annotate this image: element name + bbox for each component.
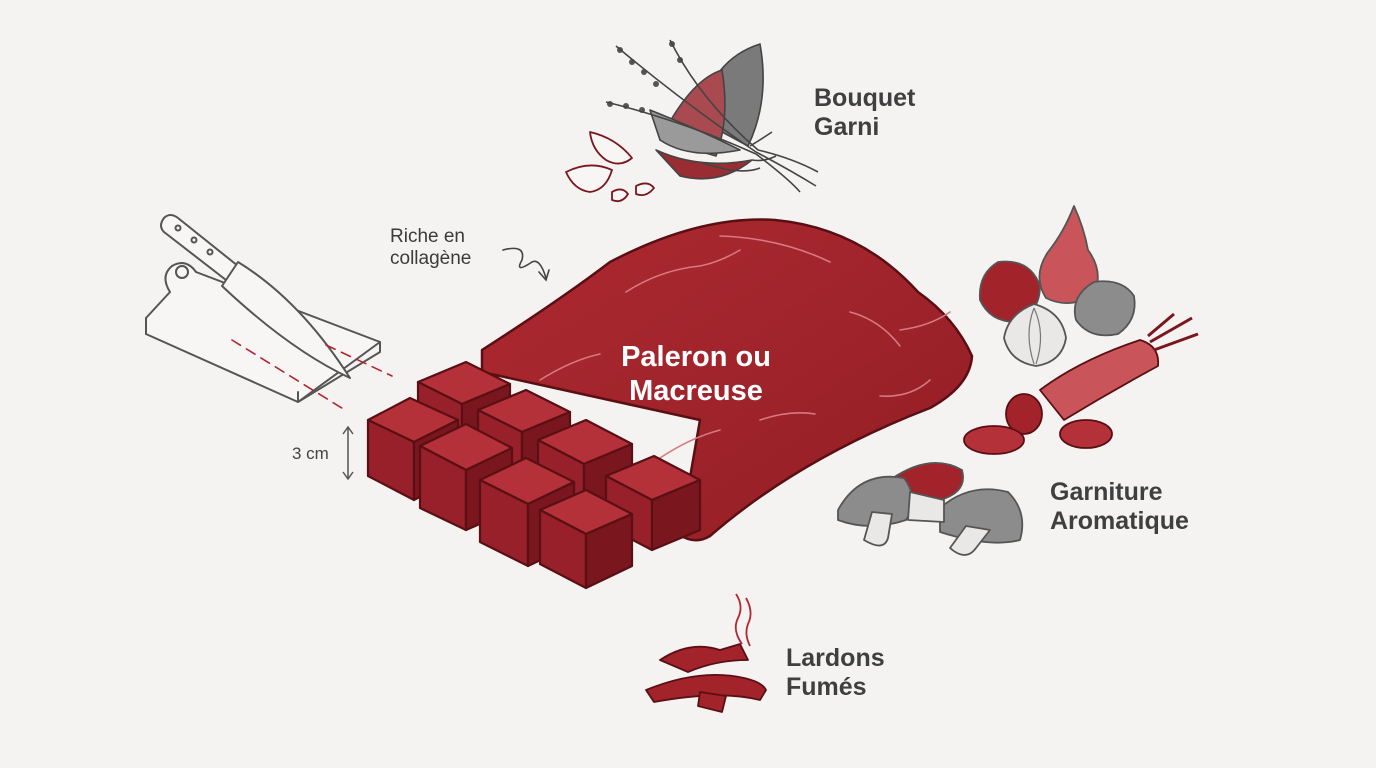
thyme-sprig bbox=[607, 41, 683, 113]
red-onion-icon bbox=[1038, 205, 1099, 304]
beef-slab-body bbox=[480, 218, 974, 542]
knife-and-board-icon bbox=[145, 214, 393, 411]
curved-arrow-icon bbox=[502, 247, 550, 282]
bouquet-garni-icon bbox=[605, 39, 819, 193]
carrot-icon bbox=[963, 312, 1199, 455]
onions-icon bbox=[978, 205, 1136, 367]
collagen-note: Riche en collagène bbox=[390, 226, 471, 270]
mushrooms-icon bbox=[837, 462, 1024, 556]
cube-size-label: 3 cm bbox=[292, 444, 329, 463]
garniture-line-1: Garniture bbox=[1050, 478, 1163, 506]
meat-cut-line-1: Paleron ou bbox=[621, 341, 771, 373]
lardons-line-1: Lardons bbox=[786, 644, 885, 672]
beef-slab bbox=[366, 218, 974, 590]
bouquet-garni-line-1: Bouquet bbox=[814, 84, 916, 112]
beef-cube bbox=[538, 488, 634, 590]
marbling-lines bbox=[539, 235, 951, 459]
garlic-cloves-icon bbox=[565, 131, 655, 203]
smoke-icon bbox=[734, 593, 752, 647]
lardons-fumes-label: Lardons Fumés bbox=[786, 644, 885, 702]
lardons-icon bbox=[645, 593, 767, 713]
garniture-aromatique-label: Garniture Aromatique bbox=[1050, 478, 1189, 536]
dimension-arrow-icon bbox=[342, 425, 354, 481]
bouquet-garni-line-2: Garni bbox=[814, 113, 880, 141]
lardons-line-2: Fumés bbox=[786, 673, 867, 701]
beef-cubes bbox=[366, 360, 702, 590]
collagen-note-line-1: Riche en bbox=[390, 226, 465, 247]
garniture-line-2: Aromatique bbox=[1050, 507, 1189, 535]
white-onion-icon bbox=[1003, 303, 1067, 367]
cut-guide-lines bbox=[231, 339, 393, 411]
bouquet-garni-label: Bouquet Garni bbox=[814, 84, 915, 142]
meat-cut-label: Paleron ou Macreuse bbox=[586, 340, 806, 408]
chef-knife-icon bbox=[160, 214, 351, 379]
cutting-board-icon bbox=[145, 262, 381, 403]
grey-onion-icon bbox=[1073, 280, 1136, 337]
collagen-note-line-2: collagène bbox=[390, 248, 472, 269]
meat-cut-line-2: Macreuse bbox=[629, 375, 763, 407]
